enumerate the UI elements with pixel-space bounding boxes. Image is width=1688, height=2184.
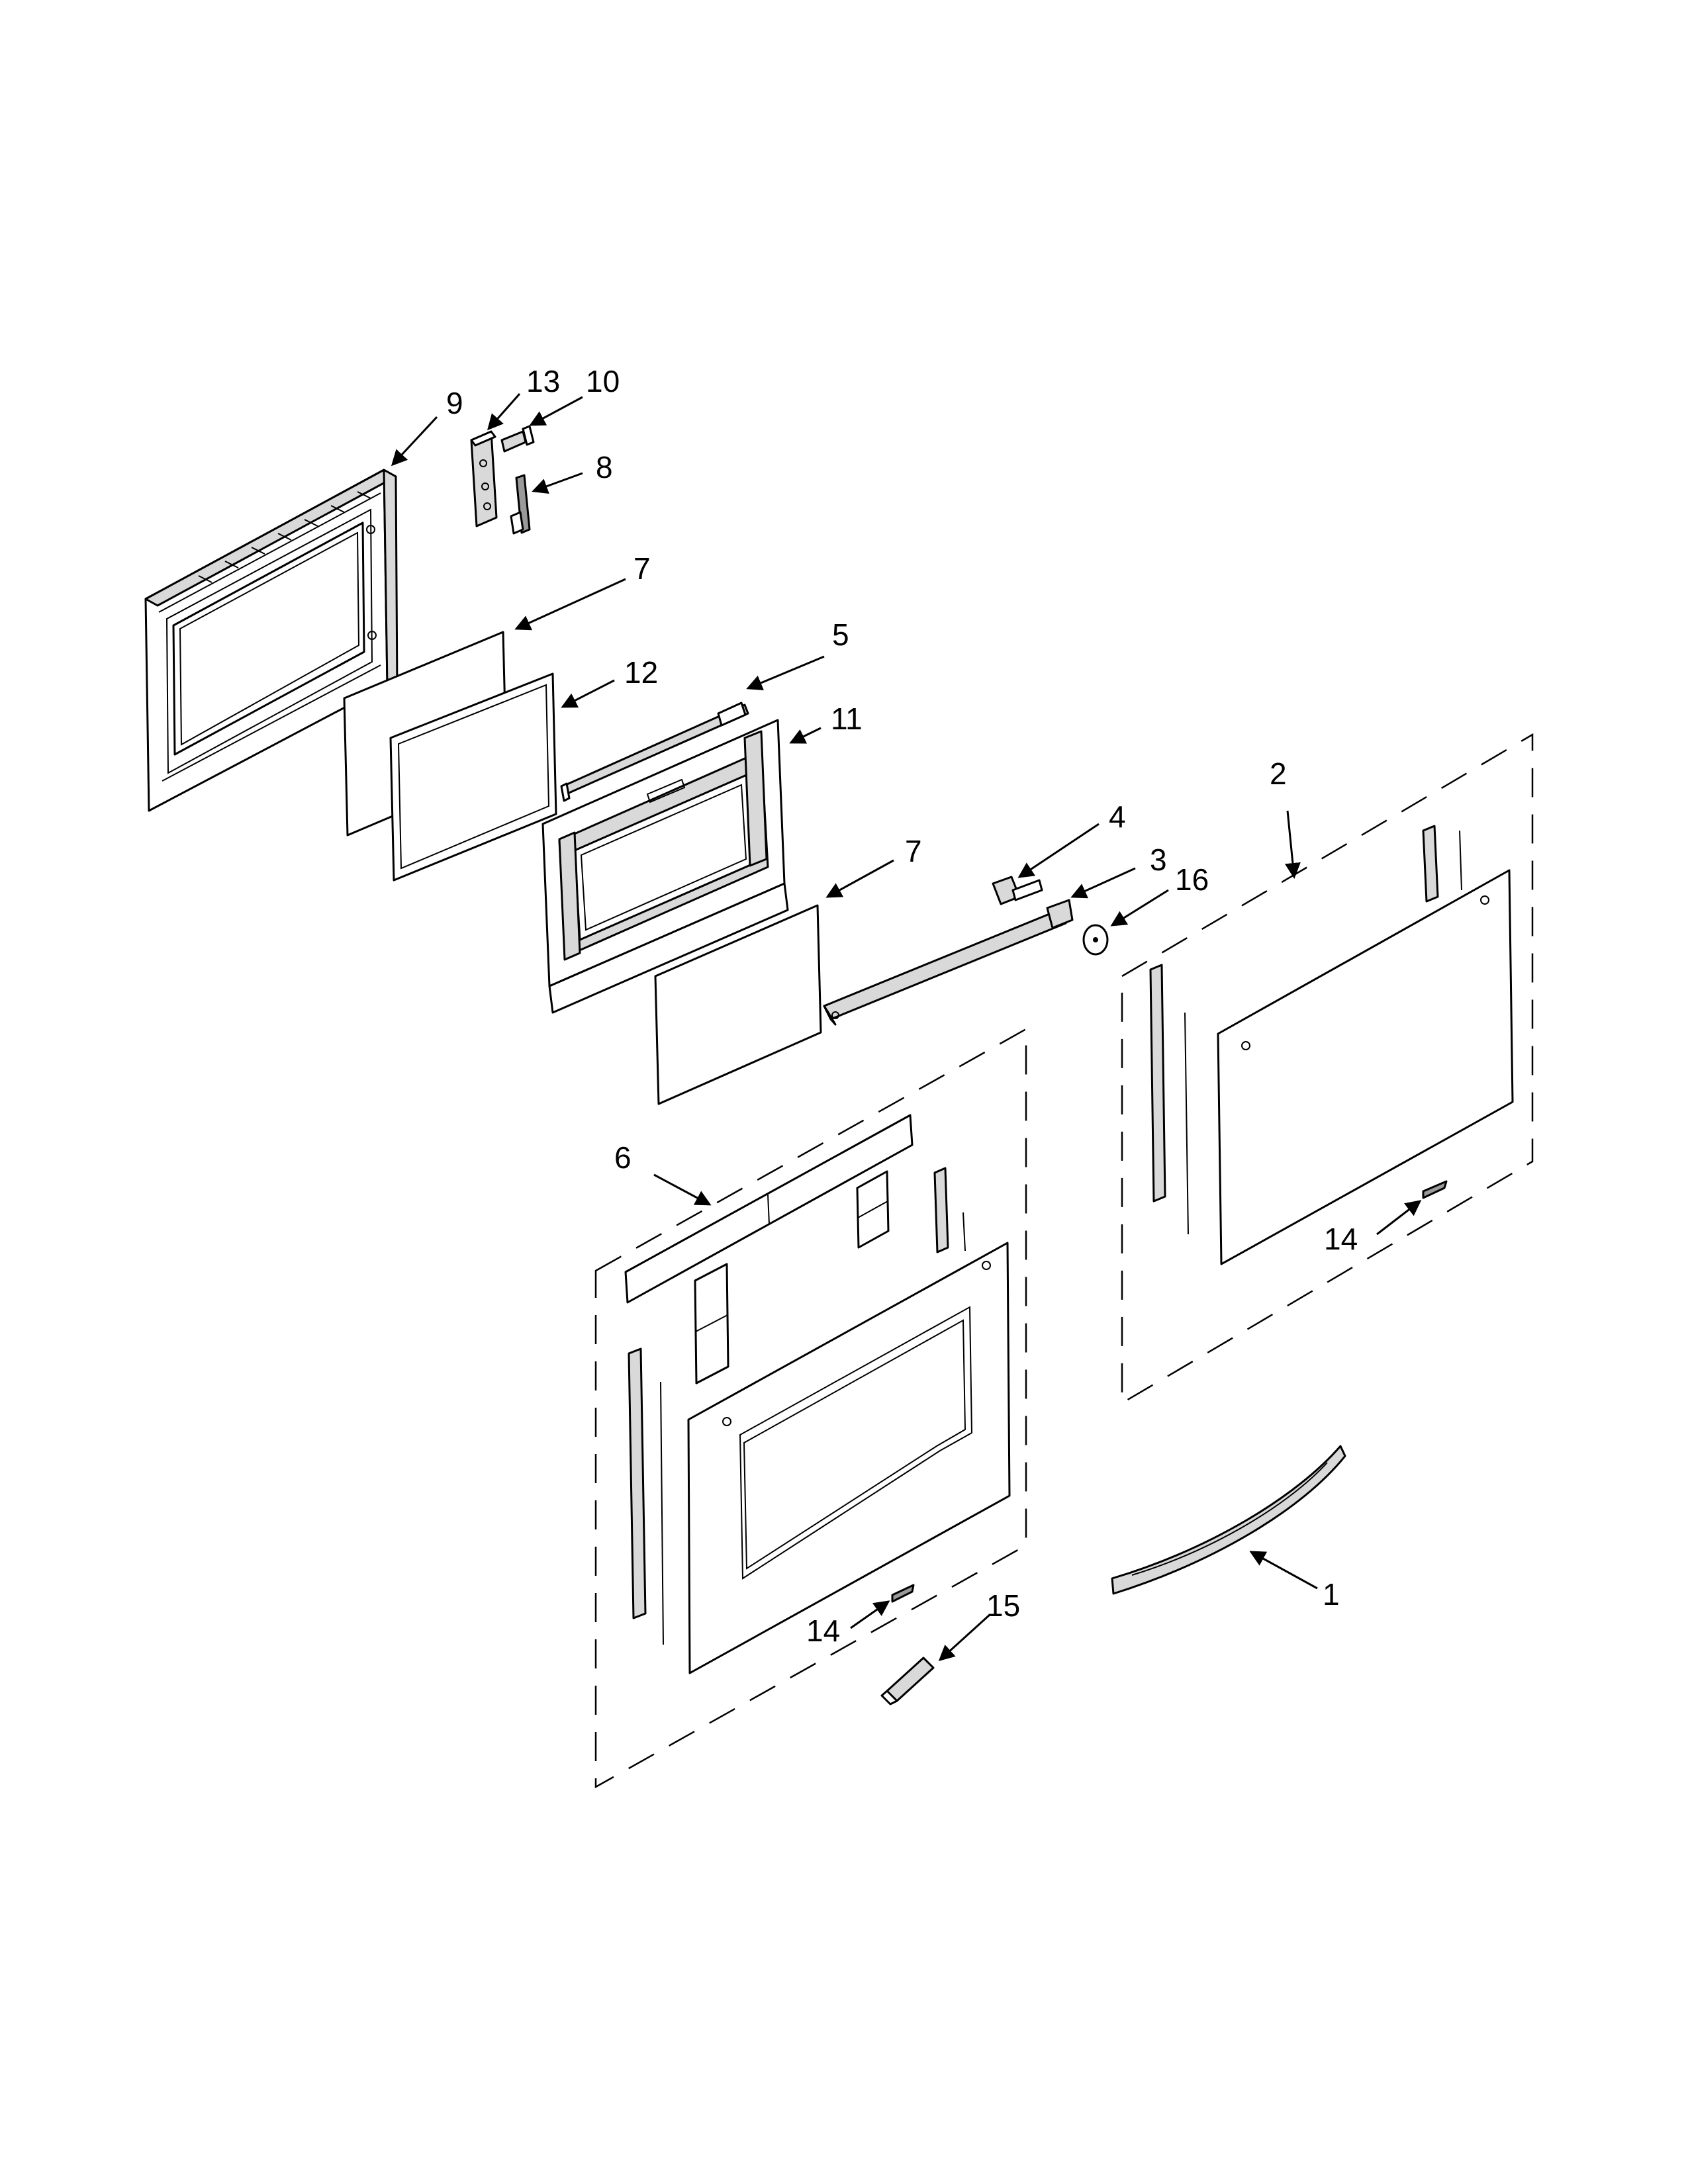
callout-leaders <box>391 393 1422 1662</box>
outer-glass-assembly-group-2 <box>1121 733 1534 1405</box>
callout-4: 4 <box>1109 799 1126 834</box>
door-frame-part-11 <box>541 719 789 1014</box>
top-door-trim-part-5 <box>560 702 749 802</box>
callout-6: 6 <box>614 1140 632 1175</box>
callout-labels: 9 13 10 8 7 12 5 11 7 4 3 16 2 6 14 14 1… <box>446 364 1358 1648</box>
callout-7-upper: 7 <box>633 551 651 586</box>
callout-2: 2 <box>1270 756 1287 791</box>
inner-door-panel-part-9 <box>144 469 399 812</box>
hinge-pin-part-8 <box>510 474 531 535</box>
callout-5: 5 <box>832 617 849 652</box>
hinge-screw-part-10 <box>500 425 535 453</box>
hinge-bracket-part-13 <box>470 430 498 527</box>
screw-part-4 <box>992 876 1043 905</box>
washer-part-16 <box>1082 924 1109 956</box>
callout-14-right: 14 <box>1324 1222 1358 1256</box>
callout-12: 12 <box>624 655 658 690</box>
callout-8: 8 <box>596 450 613 484</box>
hinge-cover-part-15 <box>880 1657 935 1706</box>
gasket-frame-part-12 <box>389 672 557 882</box>
callout-10: 10 <box>586 364 620 398</box>
glass-panel-part-7-lower <box>654 904 822 1105</box>
callout-3: 3 <box>1150 842 1167 877</box>
door-handle-part-1 <box>1111 1445 1346 1595</box>
callout-16: 16 <box>1175 862 1209 897</box>
callout-13: 13 <box>526 364 560 398</box>
outer-door-assembly-group-6 <box>594 1027 1027 1789</box>
callout-15: 15 <box>986 1588 1020 1623</box>
callout-11: 11 <box>831 702 863 736</box>
callout-14-left: 14 <box>806 1614 840 1648</box>
callout-9: 9 <box>446 386 463 420</box>
callout-1: 1 <box>1323 1577 1340 1612</box>
callout-7-lower: 7 <box>905 834 922 868</box>
hinge-rail-part-3 <box>823 899 1074 1026</box>
